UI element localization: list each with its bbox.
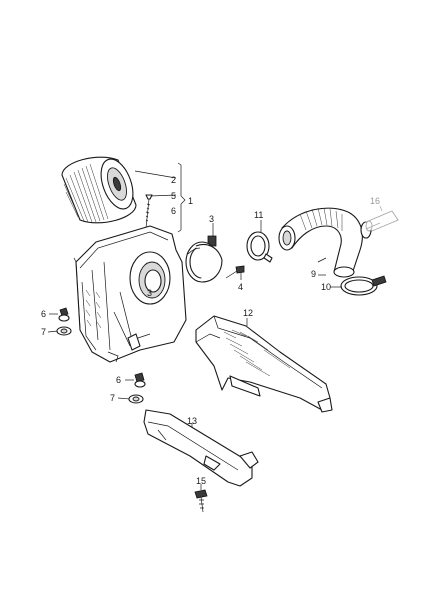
callout-bracket-1 xyxy=(134,162,186,233)
callout-13: 13 xyxy=(187,416,197,426)
rubber-mount-upper-left xyxy=(47,307,72,336)
bracket-13 xyxy=(143,409,259,487)
callout-1: 1 xyxy=(188,196,193,206)
callout-9: 9 xyxy=(311,269,316,279)
hose-clamp-3 xyxy=(185,223,223,283)
callout-6a: 6 xyxy=(171,206,176,216)
air-filter-element xyxy=(61,156,137,224)
rubber-mount-lower xyxy=(117,372,146,404)
callout-10: 11 xyxy=(254,210,263,220)
hose-clamp-11 xyxy=(330,275,387,296)
callout-5: 5 xyxy=(171,191,176,201)
callout-15: 15 xyxy=(196,476,206,486)
faded-pipe-16 xyxy=(365,205,399,232)
screw-4 xyxy=(225,265,245,280)
callout-7b: 7 xyxy=(110,393,115,403)
screw-15 xyxy=(194,484,208,513)
callout-7a: 7 xyxy=(41,327,46,337)
callout-11: 10 xyxy=(321,282,331,292)
intake-hose-9 xyxy=(278,207,372,278)
callout-16: 16 xyxy=(370,196,380,206)
air-filter-housing xyxy=(73,225,187,363)
callout-3b: 3 xyxy=(147,288,152,298)
callout-4: 4 xyxy=(238,282,243,292)
callout-6c: 6 xyxy=(116,375,121,385)
callout-12: 12 xyxy=(243,308,253,318)
screw-5 xyxy=(145,194,153,229)
sealing-ring-10 xyxy=(246,220,273,263)
callout-2: 2 xyxy=(171,175,176,185)
callout-3-clamp: 3 xyxy=(209,214,214,224)
callout-6b: 6 xyxy=(41,309,46,319)
air-duct-12 xyxy=(195,315,333,413)
